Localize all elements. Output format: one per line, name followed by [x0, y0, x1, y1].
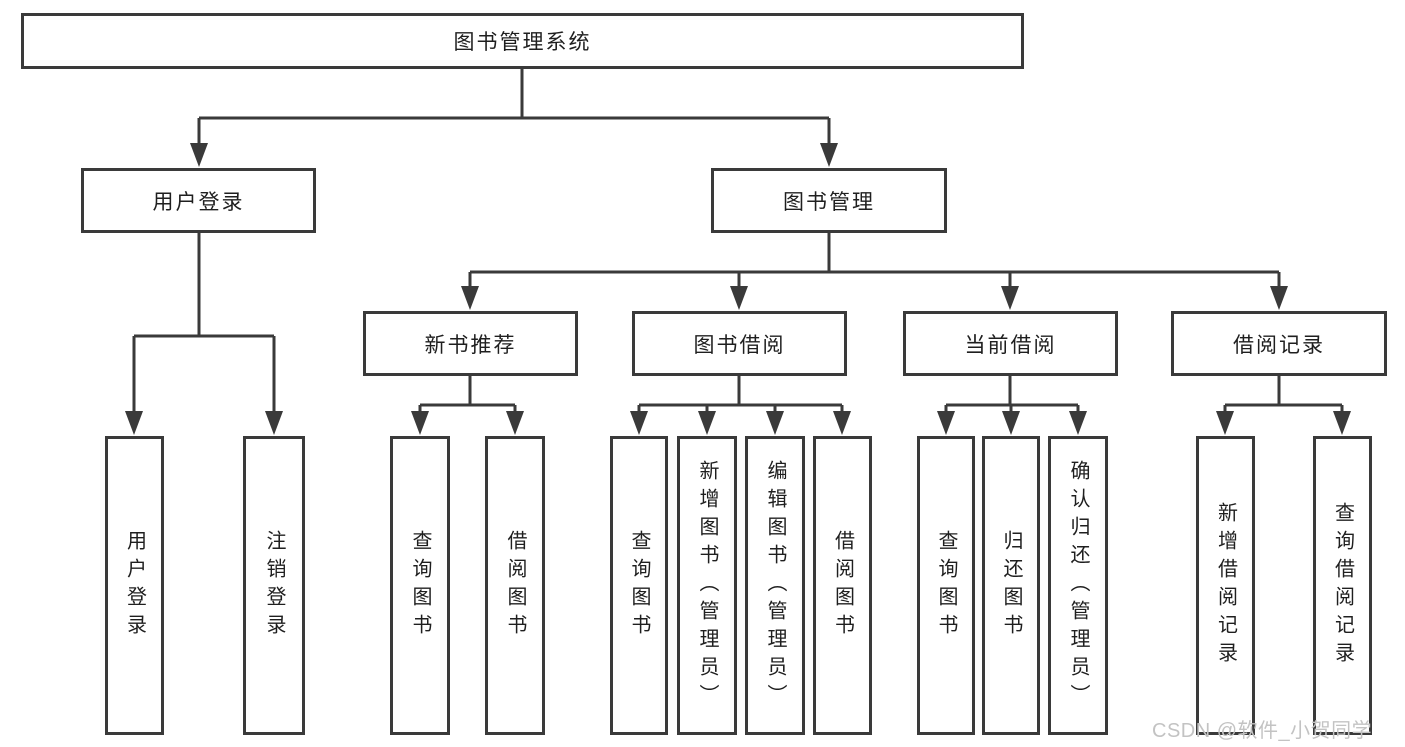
- leaf-query-book-borrow: 查询图书: [610, 436, 668, 735]
- node-borrowing-records: 借阅记录: [1171, 311, 1387, 376]
- leaf-add-borrow-record: 新增借阅记录: [1196, 436, 1255, 735]
- leaf-user-login: 用户登录: [105, 436, 164, 735]
- node-book-borrowing: 图书借阅: [632, 311, 847, 376]
- watermark: CSDN @软件_小贺同学: [1152, 720, 1373, 742]
- leaf-confirm-return-admin: 确认归还（管理员）: [1048, 436, 1108, 735]
- leaf-edit-book-admin: 编辑图书（管理员）: [745, 436, 805, 735]
- leaf-logout: 注销登录: [243, 436, 305, 735]
- leaf-add-book-admin: 新增图书（管理员）: [677, 436, 737, 735]
- node-book-management: 图书管理: [711, 168, 947, 233]
- leaf-borrow-book: 借阅图书: [813, 436, 872, 735]
- node-current-borrowing: 当前借阅: [903, 311, 1118, 376]
- leaf-query-book-recommend: 查询图书: [390, 436, 450, 735]
- leaf-query-borrow-record: 查询借阅记录: [1313, 436, 1372, 735]
- node-library-management-system: 图书管理系统: [21, 13, 1024, 69]
- leaf-query-book-current: 查询图书: [917, 436, 975, 735]
- node-new-book-recommend: 新书推荐: [363, 311, 578, 376]
- node-user-login: 用户登录: [81, 168, 316, 233]
- leaf-return-book: 归还图书: [982, 436, 1040, 735]
- leaf-borrow-book-recommend: 借阅图书: [485, 436, 545, 735]
